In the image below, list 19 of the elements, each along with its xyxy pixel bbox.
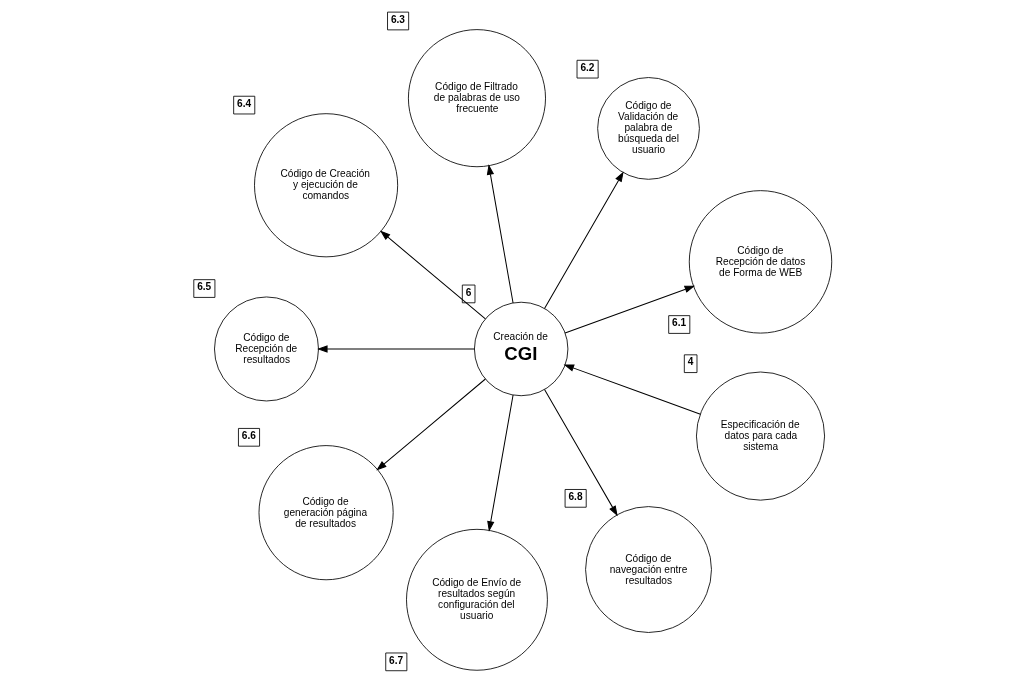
arrow: [379, 230, 486, 320]
node-label: 6.3: [390, 13, 405, 25]
arrow: [563, 364, 701, 415]
arrow: [543, 171, 624, 310]
arrow: [316, 345, 475, 353]
node-label: 6.7: [388, 654, 403, 666]
node-label: 6.5: [196, 281, 211, 293]
arrow: [486, 164, 514, 304]
arrow: [543, 388, 618, 517]
arrow: [486, 394, 514, 532]
node-label: 4: [687, 356, 693, 368]
node-label: 6: [465, 286, 471, 298]
node-label: 6.1: [671, 317, 686, 329]
arrow: [375, 378, 486, 471]
node-label: 6.2: [579, 61, 594, 73]
node-label: 6.4: [236, 97, 251, 109]
arrow: [564, 285, 695, 334]
node-label: 6.8: [567, 491, 583, 503]
node-label: 6.6: [241, 430, 256, 442]
